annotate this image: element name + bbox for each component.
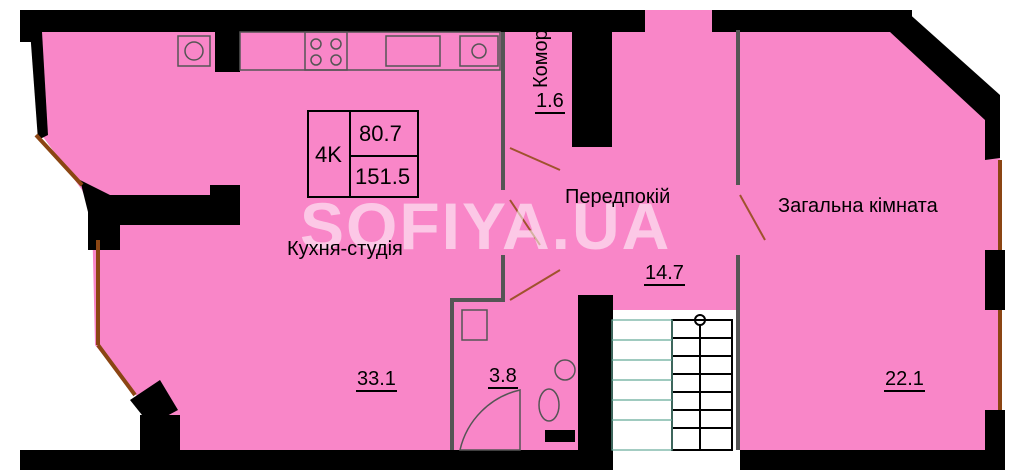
room-area-hallway: 14.7 — [644, 262, 685, 286]
walls — [20, 10, 1005, 470]
windows — [34, 133, 1002, 410]
room-name-storage: Комора — [530, 18, 552, 88]
staircase-lower — [611, 319, 673, 451]
apartment-info-box: 4K 80.7 151.5 — [307, 110, 419, 198]
kitchen-appliances — [177, 31, 501, 71]
room-area-storage: 1.6 — [535, 90, 565, 114]
room-name-kitchen-studio: Кухня-студія — [287, 238, 403, 260]
partitions — [450, 30, 740, 450]
room-area-bathroom: 3.8 — [488, 365, 518, 389]
room-area-kitchen-studio: 33.1 — [356, 368, 397, 392]
living-area: 80.7 — [359, 121, 402, 146]
room-area-living-room: 22.1 — [884, 368, 925, 392]
door-swings — [509, 147, 766, 301]
total-area: 151.5 — [355, 164, 411, 189]
bathroom-fixtures — [459, 309, 576, 451]
room-name-hallway: Передпокій — [565, 186, 671, 208]
apartment-type: 4K — [315, 142, 342, 167]
info-divider-vertical — [349, 112, 351, 196]
staircase — [671, 314, 733, 451]
watermark: SOFIYA.UA — [300, 189, 672, 263]
info-divider-horizontal — [349, 155, 419, 157]
room-name-living-room: Загальна кімната — [778, 195, 938, 217]
floor-fill — [38, 10, 1000, 450]
